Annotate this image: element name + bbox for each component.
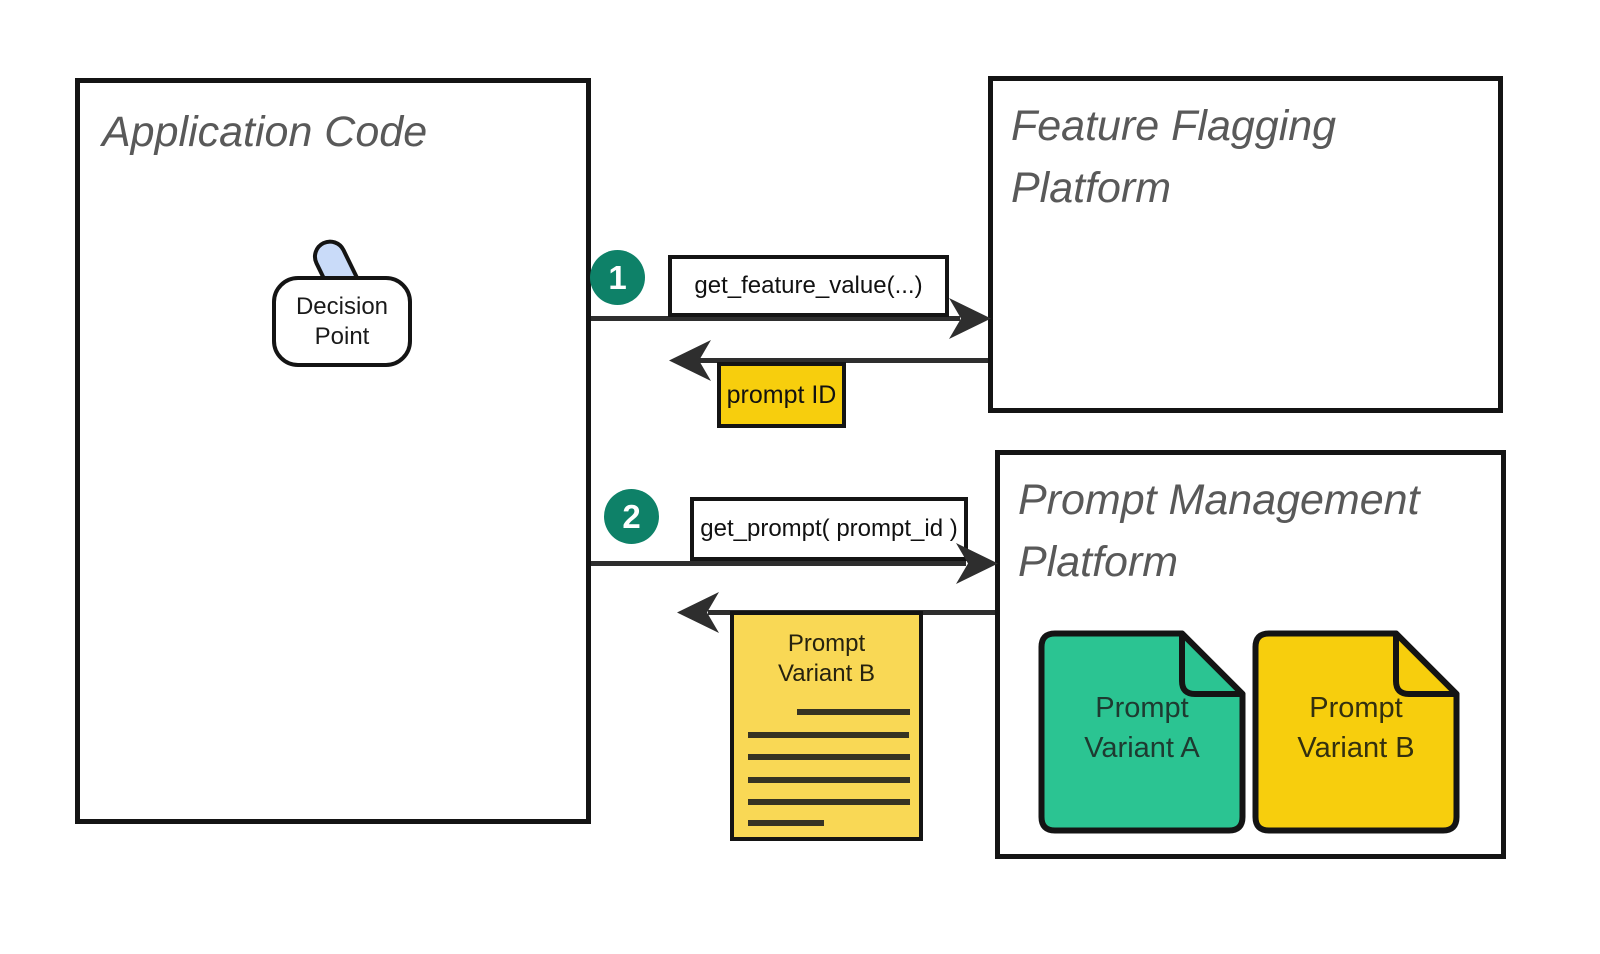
decision-point-label-line2: Point	[314, 322, 370, 350]
arrow-right-icon	[956, 543, 998, 584]
application-code-box: Application Code	[75, 78, 591, 824]
returned-doc-title-line1: Prompt	[787, 630, 866, 657]
variant-b-label-line1: Prompt	[1309, 692, 1403, 724]
step-2-badge: 2	[604, 489, 659, 544]
doc-text-line	[748, 732, 909, 738]
pmp-title-line2: Platform	[1018, 538, 1179, 586]
decision-point-label-line1: Decision	[295, 292, 389, 320]
prompt-id-return-box: prompt ID	[717, 362, 846, 428]
get-feature-value-label: get_feature_value(...)	[694, 272, 923, 299]
ffp-title-line2: Platform	[1011, 164, 1172, 212]
prompt-variant-a-file: Prompt Variant A	[1038, 630, 1246, 834]
feature-flagging-platform-box: Feature Flagging Platform	[988, 76, 1503, 413]
returned-prompt-document: Prompt Variant B	[730, 611, 923, 841]
file-icon	[1252, 630, 1460, 834]
prompt-variant-b-file: Prompt Variant B	[1252, 630, 1460, 834]
returned-doc-title-line2: Variant B	[778, 660, 875, 687]
doc-text-line	[748, 754, 910, 760]
pmp-title-line1: Prompt Management	[1018, 476, 1420, 524]
application-code-title: Application Code	[102, 101, 427, 163]
get-feature-value-call-box: get_feature_value(...)	[668, 255, 949, 317]
variant-a-label-line1: Prompt	[1095, 692, 1189, 724]
decision-point-node: Decision Point	[272, 276, 412, 367]
get-prompt-label: get_prompt( prompt_id )	[700, 515, 958, 542]
ffp-title-line1: Feature Flagging	[1011, 102, 1337, 150]
call-1-line	[408, 316, 960, 321]
returned-doc-title: Prompt Variant B	[734, 629, 919, 689]
doc-text-line	[748, 799, 910, 805]
get-prompt-call-box: get_prompt( prompt_id )	[690, 497, 968, 561]
variant-a-label: Prompt Variant A	[1038, 688, 1246, 768]
prompt-management-platform-title: Prompt Management Platform	[1018, 469, 1420, 593]
doc-text-line	[748, 820, 824, 826]
doc-text-line	[797, 709, 910, 715]
step-1-badge-number: 1	[608, 258, 627, 296]
arrow-left-icon	[677, 592, 719, 633]
file-icon	[1038, 630, 1246, 834]
step-2-badge-number: 2	[622, 497, 641, 535]
application-code-title-text: Application Code	[102, 108, 428, 156]
arrow-right-icon	[949, 298, 991, 339]
variant-b-label: Prompt Variant B	[1252, 688, 1460, 768]
feature-flagging-platform-title: Feature Flagging Platform	[1011, 95, 1336, 219]
arrow-left-icon	[669, 340, 711, 381]
return-1-line	[698, 358, 990, 363]
variant-a-label-line2: Variant A	[1084, 732, 1200, 764]
variant-b-label-line2: Variant B	[1297, 732, 1415, 764]
doc-text-line	[748, 777, 910, 783]
step-1-badge: 1	[590, 250, 645, 305]
prompt-id-label: prompt ID	[726, 380, 837, 409]
call-2-line	[588, 561, 966, 566]
